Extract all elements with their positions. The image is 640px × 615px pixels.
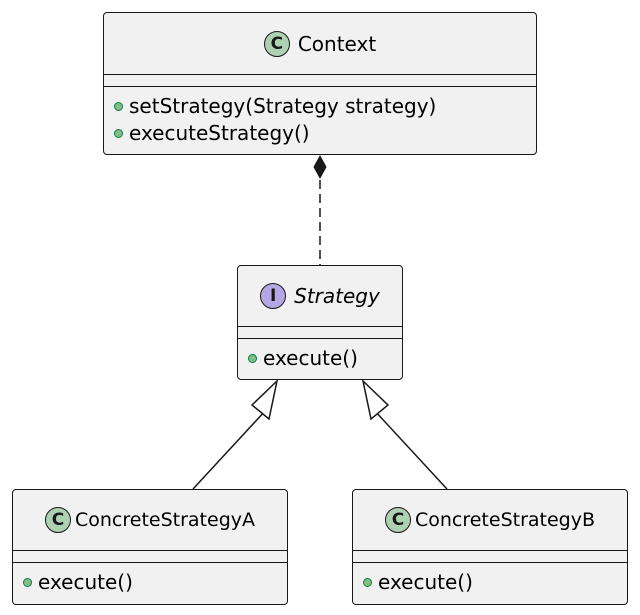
- composition-diamond-icon: [313, 154, 327, 180]
- class-box-context[interactable]: C Context setStrategy(Strategy strategy)…: [103, 12, 537, 155]
- method-signature: execute(): [263, 346, 358, 370]
- class-header: I Strategy: [238, 266, 402, 326]
- class-c-icon: C: [44, 507, 71, 533]
- method-signature: executeStrategy(): [129, 121, 310, 145]
- realization-line-b: [373, 409, 448, 490]
- method-separator: [13, 562, 287, 563]
- public-visibility-icon: [248, 353, 257, 363]
- method-item: execute(): [23, 570, 133, 594]
- class-header: C Context: [104, 13, 536, 74]
- public-visibility-icon: [114, 101, 123, 111]
- class-box-concrete-strategy-a[interactable]: C ConcreteStrategyA execute(): [12, 489, 288, 605]
- attribute-separator: [353, 550, 627, 551]
- method-item: executeStrategy(): [114, 121, 310, 145]
- attribute-separator: [104, 74, 536, 75]
- method-separator: [104, 86, 536, 87]
- class-name: Strategy: [294, 284, 380, 308]
- class-name: ConcreteStrategyA: [74, 509, 255, 531]
- attribute-separator: [13, 550, 287, 551]
- realization-arrowhead-a-icon: [250, 378, 279, 421]
- class-header: C ConcreteStrategyA: [13, 490, 287, 550]
- method-separator: [238, 338, 402, 339]
- method-item: execute(): [363, 570, 473, 594]
- class-c-icon: C: [263, 30, 290, 57]
- method-signature: execute(): [378, 570, 473, 594]
- interface-i-icon: I: [260, 283, 287, 309]
- public-visibility-icon: [23, 577, 32, 587]
- class-box-strategy[interactable]: I Strategy execute(): [237, 265, 403, 380]
- realization-arrowhead-b-icon: [361, 378, 390, 421]
- attribute-separator: [238, 326, 402, 327]
- public-visibility-icon: [114, 128, 123, 138]
- public-visibility-icon: [363, 577, 372, 587]
- class-header: C ConcreteStrategyB: [353, 490, 627, 550]
- method-signature: execute(): [38, 570, 133, 594]
- method-signature: setStrategy(Strategy strategy): [129, 94, 437, 118]
- class-box-concrete-strategy-b[interactable]: C ConcreteStrategyB execute(): [352, 489, 628, 605]
- method-separator: [353, 562, 627, 563]
- realization-line-a: [192, 409, 267, 490]
- method-item: execute(): [248, 346, 358, 370]
- class-name: Context: [297, 31, 377, 56]
- method-item: setStrategy(Strategy strategy): [114, 94, 436, 118]
- class-c-icon: C: [384, 507, 411, 533]
- class-name: ConcreteStrategyB: [414, 509, 596, 531]
